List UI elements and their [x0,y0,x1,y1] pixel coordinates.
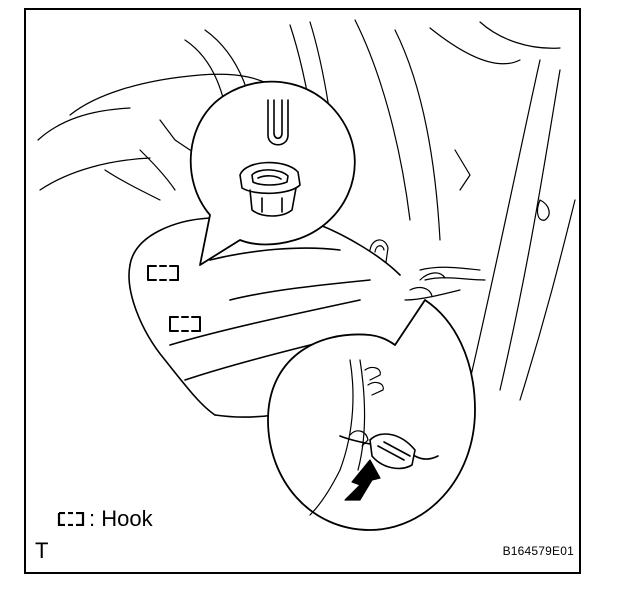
hook-legend: : Hook [57,506,153,532]
seat-cushion-outline [128,217,401,418]
u-clip-part [267,99,289,146]
connector-detail-lines [309,359,384,516]
connector-detail-callout [267,299,476,531]
hook-marker-lower [169,316,201,332]
corner-letter: T [35,538,49,563]
hook-bracket-icon [57,512,85,526]
figure-id: B164579E01 [502,544,574,558]
hook-legend-label: : Hook [89,506,153,531]
wire-connector [339,433,439,470]
seat-hook-loop [369,239,389,263]
wire-harness [404,272,461,301]
direction-arrow [344,459,381,501]
hook-retainer-part [239,161,301,217]
side-panel-lines [419,59,576,401]
hook-marker-upper [147,265,179,281]
